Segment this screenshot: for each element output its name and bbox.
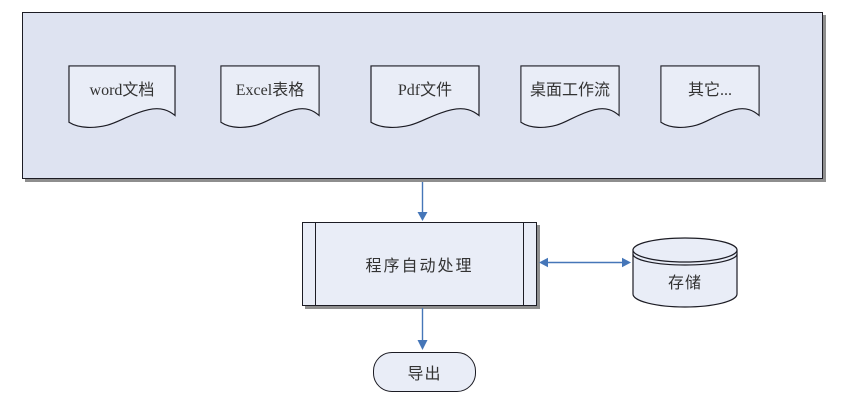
storage-cylinder: 存储 (632, 237, 738, 308)
arrow-sources-to-process (417, 182, 428, 221)
document-label: 其它... (687, 82, 732, 99)
document-icon (220, 65, 320, 128)
document-shape-other: 其它... (660, 65, 760, 131)
predefined-process-right-bar (523, 223, 524, 305)
process-box: 程序自动处理 (302, 222, 537, 306)
arrow-process-storage-bidirectional (539, 257, 631, 268)
arrow-process-to-output (417, 308, 428, 350)
output-terminator: 导出 (373, 352, 476, 392)
output-label: 导出 (407, 366, 442, 383)
process-label: 程序自动处理 (365, 258, 474, 275)
input-sources-group: word文档 Excel表格 Pdf文件 桌面工作流 其它... (22, 12, 823, 179)
document-shape-pdf: Pdf文件 (370, 65, 480, 131)
document-label: Excel表格 (235, 82, 305, 99)
document-icon (68, 65, 176, 128)
document-icon (660, 65, 760, 128)
document-label: 桌面工作流 (529, 82, 610, 99)
document-shape-excel: Excel表格 (220, 65, 320, 131)
document-label: word文档 (89, 82, 155, 99)
document-icon (520, 65, 620, 128)
predefined-process-left-bar (315, 223, 316, 305)
document-icon (370, 65, 480, 128)
storage-label: 存储 (667, 275, 702, 292)
document-shape-word: word文档 (68, 65, 176, 131)
database-cylinder-icon (632, 237, 738, 308)
document-shape-desktop-workflow: 桌面工作流 (520, 65, 620, 131)
document-label: Pdf文件 (397, 82, 453, 99)
